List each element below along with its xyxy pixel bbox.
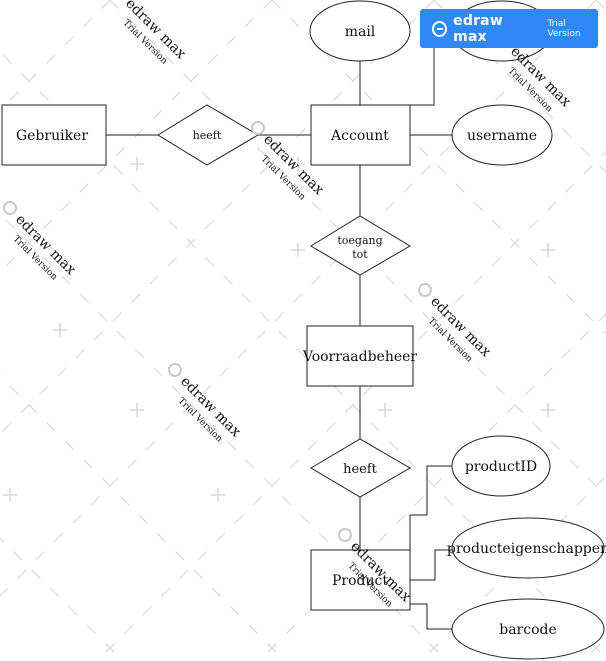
entity-product-label: Product: [332, 573, 388, 589]
attribute-barcode-label: barcode: [499, 622, 557, 638]
trial-badge-sub: Trial Version: [547, 18, 581, 39]
attribute-mail[interactable]: mail: [309, 0, 411, 62]
relationship-heeft-label: heeft: [193, 129, 222, 142]
watermark-logo-icon: [168, 363, 182, 377]
trial-badge[interactable]: edraw max Trial Version: [420, 9, 598, 48]
watermark-line: [0, 375, 286, 661]
edge-product-productid: [409, 465, 452, 550]
trial-badge-brand: edraw max: [453, 12, 503, 45]
attribute-barcode[interactable]: barcode: [451, 598, 605, 660]
relationship-toegang-label-line2: tot: [352, 248, 368, 261]
edraw-logo-icon: [432, 20, 448, 37]
relationship-heeft-gebruiker-account[interactable]: heeft: [157, 104, 259, 166]
attribute-mail-label: mail: [345, 24, 376, 40]
edge-product-barcode: [410, 603, 452, 630]
watermark-logo-icon: [2, 201, 17, 215]
relationship-heeft-2-label: heeft: [343, 462, 378, 477]
edge-account-wachtwoord: [410, 47, 435, 106]
entity-voorraadbeheer[interactable]: Voorraadbeheer: [302, 325, 418, 387]
watermark-line: [0, 0, 273, 273]
watermark-logo-icon: [338, 528, 352, 542]
attribute-productid-label: productID: [465, 459, 537, 475]
attribute-productid[interactable]: productID: [451, 435, 551, 497]
watermark-logo-icon: [418, 283, 432, 297]
relationship-toegang-tot[interactable]: toegang tot: [310, 215, 411, 276]
entity-product[interactable]: Product: [310, 549, 411, 611]
relationship-toegang-label-line1: toegang: [337, 234, 382, 247]
watermark-line: [595, 0, 606, 11]
attribute-username[interactable]: username: [451, 104, 553, 166]
entity-gebruiker[interactable]: Gebruiker: [1, 104, 107, 166]
attribute-username-label: username: [467, 128, 537, 144]
entity-gebruiker-label: Gebruiker: [16, 128, 88, 144]
connectors: [106, 47, 452, 630]
relationship-heeft-voorraadbeheer-product[interactable]: heeft: [310, 438, 411, 498]
watermark-logo-icon: [251, 121, 265, 135]
edge-product-producteigenschappen: [410, 549, 452, 581]
entity-account[interactable]: Account: [310, 104, 411, 166]
entity-account-label: Account: [330, 128, 389, 144]
entity-voorraadbeheer-label: Voorraadbeheer: [302, 349, 418, 365]
attribute-producteigenschappen[interactable]: producteigenschappen: [447, 517, 606, 579]
attribute-producteigenschappen-label: producteigenschappen: [447, 541, 606, 557]
